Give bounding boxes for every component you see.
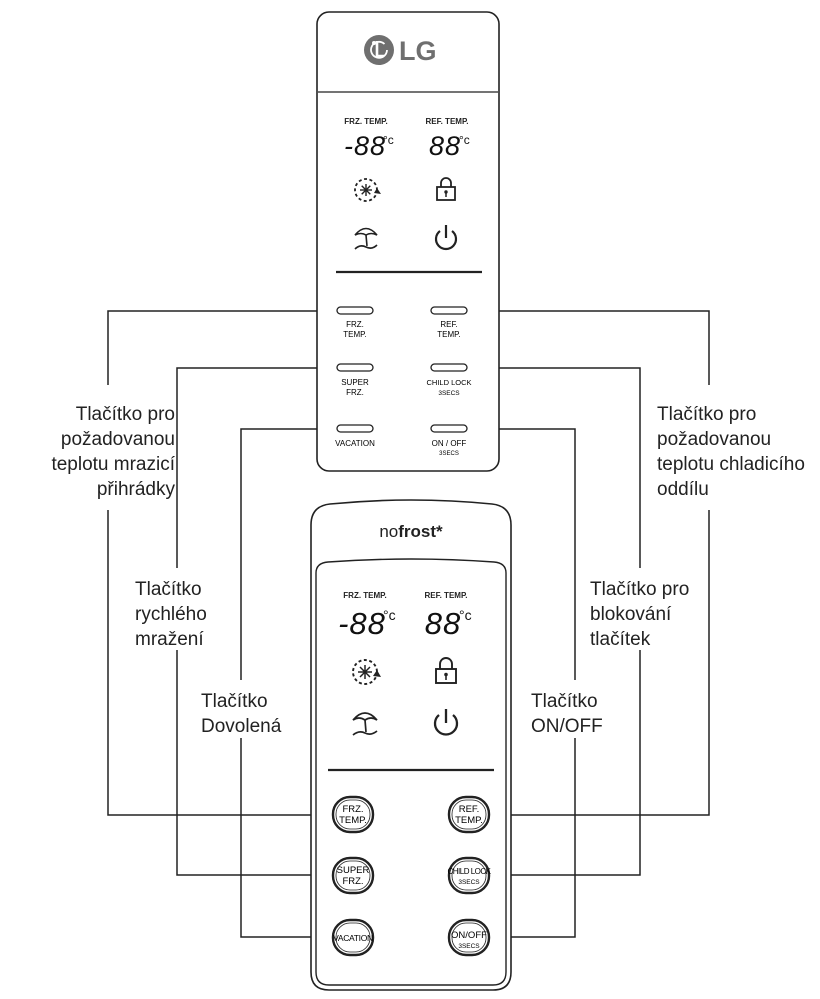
bottom-button-super-frz-label-1: SUPER [337,865,370,876]
callout-frz-temp-line-1: Tlačítko pro [75,404,175,425]
callout-ref-temp: Tlačítko pro požadovanou teplotu chladic… [657,402,805,502]
bottom-panel: nofrost* FRZ. TEMP. REF. TEMP. -88 °c 88… [310,499,512,991]
callout-on-off-line-2: ON/OFF [531,716,603,737]
bottom-button-child-lock-label-1: CHILD LOCK [447,867,491,876]
connector-super-frz-lower [176,650,333,876]
top-button-super-frz-label-1: SUPER [341,378,369,387]
bottom-button-super-frz-label-2: FRZ. [342,876,363,887]
callout-vacation-line-2: Dovolená [201,716,282,737]
connector-ref-temp-lower [489,510,710,816]
connector-child-lock-lower [489,650,641,876]
callout-frz-temp-line-3: teplotu mrazicí [51,454,175,475]
bottom-button-ref-temp-label-1: REF. [459,804,480,815]
top-ref-unit: °c [459,133,470,147]
connector-frz-temp-lower [107,510,333,816]
bottom-button-frz-temp-label-1: FRZ. [342,804,363,815]
bottom-button-ref-temp-label-2: TEMP. [455,815,483,826]
top-button-child-lock-label-2: 3SECS [438,390,460,397]
callout-child-lock-line-1: Tlačítko pro [590,579,690,600]
top-button-ref-temp[interactable]: REF. TEMP. [430,306,468,339]
callout-child-lock: Tlačítko pro blokování tlačítek [590,577,689,652]
callout-ref-temp-line-3: teplotu chladicího [657,454,805,475]
callout-frz-temp-line-4: přihrádky [96,479,175,500]
top-button-on-off-label-1: ON / OFF [432,439,467,448]
callout-super-frz-line-2: rychlého [135,604,207,625]
callout-ref-temp-line-4: oddílu [657,479,709,500]
bottom-button-vacation-label: VACATION [333,933,373,943]
top-button-child-lock-label-1: CHILD LOCK [426,378,471,387]
bottom-button-on-off-label-1: ON/OFF [451,930,487,941]
nofrost-logo: nofrost* [379,522,443,541]
callout-frz-temp-line-2: požadovanou [60,429,175,450]
callout-ref-temp-line-2: požadovanou [657,429,772,450]
power-icon [433,709,459,736]
connector-on-off-lower [489,738,576,938]
top-button-vacation[interactable]: VACATION [335,424,375,448]
bottom-button-vacation[interactable]: VACATION [331,918,375,957]
top-panel-outline [316,11,500,472]
bottom-ref-unit: °c [459,607,472,623]
top-button-super-frz-label-2: FRZ. [346,388,364,397]
callout-on-off-line-1: Tlačítko [531,691,598,712]
top-button-on-off-label-2: 3SECS [439,451,459,457]
callout-vacation: Tlačítko Dovolená [201,689,281,739]
callout-on-off: Tlačítko ON/OFF [531,689,603,739]
connector-super-frz [176,367,336,568]
beach-umbrella-icon [354,227,378,250]
bottom-button-frz-temp-label-2: TEMP. [339,815,367,826]
lock-icon [436,177,456,201]
top-button-child-lock[interactable]: CHILD LOCK 3SECS [426,363,472,397]
top-panel: LG FRZ. TEMP. REF. TEMP. -88 °c 88 °c [316,11,500,472]
bottom-ref-temp-label: REF. TEMP. [425,591,468,600]
connector-vacation [240,428,336,680]
super-freeze-icon [354,178,381,202]
top-button-frz-temp-label-2: TEMP. [343,330,366,339]
lock-icon [435,657,457,684]
top-button-on-off[interactable]: ON / OFF 3SECS [430,424,468,457]
callout-frz-temp: Tlačítko pro požadovanou teplotu mrazicí… [51,402,175,502]
top-ref-temp-label: REF. TEMP. [426,117,469,126]
callout-child-lock-line-2: blokování [590,604,672,625]
top-button-frz-temp[interactable]: FRZ. TEMP. [336,306,374,339]
top-frz-unit: °c [383,133,394,147]
bottom-frz-temp-label: FRZ. TEMP. [343,591,386,600]
super-freeze-icon [352,659,381,685]
top-button-frz-temp-label-1: FRZ. [346,320,364,329]
beach-umbrella-icon [352,712,378,736]
bottom-button-ref-temp[interactable]: REF. TEMP. [447,795,491,834]
top-ref-temp-readout: 88 [429,131,461,161]
top-button-ref-temp-label-1: REF. [440,320,457,329]
connector-child-lock [468,367,641,568]
connector-vacation-lower [240,738,333,938]
callout-child-lock-line-3: tlačítek [590,629,651,650]
bottom-frz-temp-readout: -88 [338,606,386,641]
connector-frz-temp [107,310,337,385]
callout-super-frz-line-1: Tlačítko [135,579,202,600]
bottom-button-child-lock[interactable]: CHILD LOCK 3SECS [447,856,492,895]
callout-ref-temp-line-1: Tlačítko pro [657,404,757,425]
callout-super-frz-line-3: mražení [135,629,204,650]
connector-on-off [468,428,576,680]
top-button-super-frz[interactable]: SUPER FRZ. [336,363,374,397]
top-frz-temp-readout: -88 [344,131,386,161]
bottom-frz-unit: °c [383,607,396,623]
top-button-vacation-label: VACATION [335,439,375,448]
power-icon [434,225,458,251]
bottom-button-child-lock-label-2: 3SECS [458,879,480,886]
connector-lines [107,310,710,938]
callout-super-frz: Tlačítko rychlého mražení [135,577,207,652]
callout-vacation-line-1: Tlačítko [201,691,268,712]
lg-logo: LG [364,35,437,66]
bottom-button-frz-temp[interactable]: FRZ. TEMP. [331,795,375,834]
bottom-button-super-frz[interactable]: SUPER FRZ. [331,856,375,895]
bottom-ref-temp-readout: 88 [425,606,461,641]
connector-ref-temp [468,310,710,385]
bottom-button-on-off-label-2: 3SECS [458,943,480,950]
lg-logo-text: LG [399,36,437,66]
top-button-ref-temp-label-2: TEMP. [437,330,460,339]
top-frz-temp-label: FRZ. TEMP. [344,117,387,126]
bottom-button-on-off[interactable]: ON/OFF 3SECS [447,918,491,957]
